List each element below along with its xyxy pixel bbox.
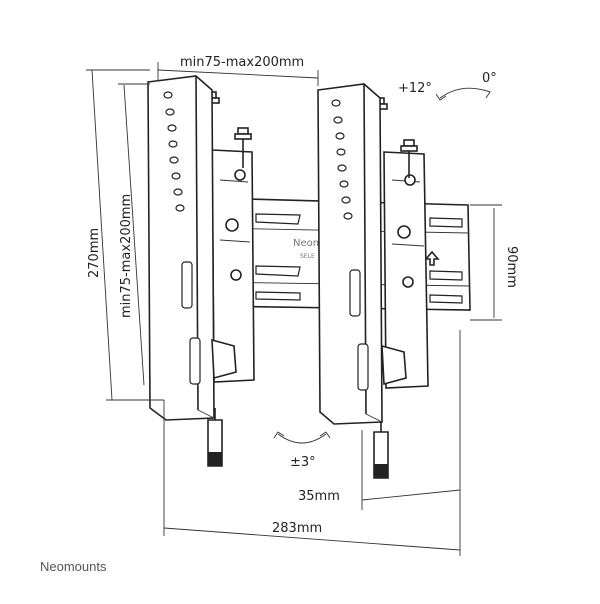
plate-height-label: 90mm bbox=[504, 246, 519, 288]
swivel-arc-icon bbox=[277, 433, 327, 444]
tilt-arc-icon bbox=[439, 87, 491, 99]
plate-logo-sub: SELE bbox=[300, 253, 315, 260]
up-arrow-icon bbox=[424, 250, 440, 266]
tilt-up-label: +12° bbox=[398, 81, 432, 96]
left-arm-holes bbox=[163, 91, 185, 212]
dimension-lines bbox=[86, 62, 502, 556]
right-arm-holes bbox=[331, 99, 353, 220]
brand-footer: Neomounts bbox=[40, 559, 107, 574]
right-bracket-arm bbox=[317, 83, 429, 479]
vesa-height-label: min75-max200mm bbox=[119, 194, 134, 318]
height-total-label: 270mm bbox=[87, 228, 102, 278]
top-vesa-width-label: min75-max200mm bbox=[180, 55, 304, 70]
width-total-label: 283mm bbox=[272, 521, 322, 536]
tilt-zero-label: 0° bbox=[482, 71, 497, 86]
swivel-label: ±3° bbox=[290, 455, 316, 470]
depth-label: 35mm bbox=[298, 489, 340, 504]
left-bracket-arm bbox=[147, 75, 255, 467]
